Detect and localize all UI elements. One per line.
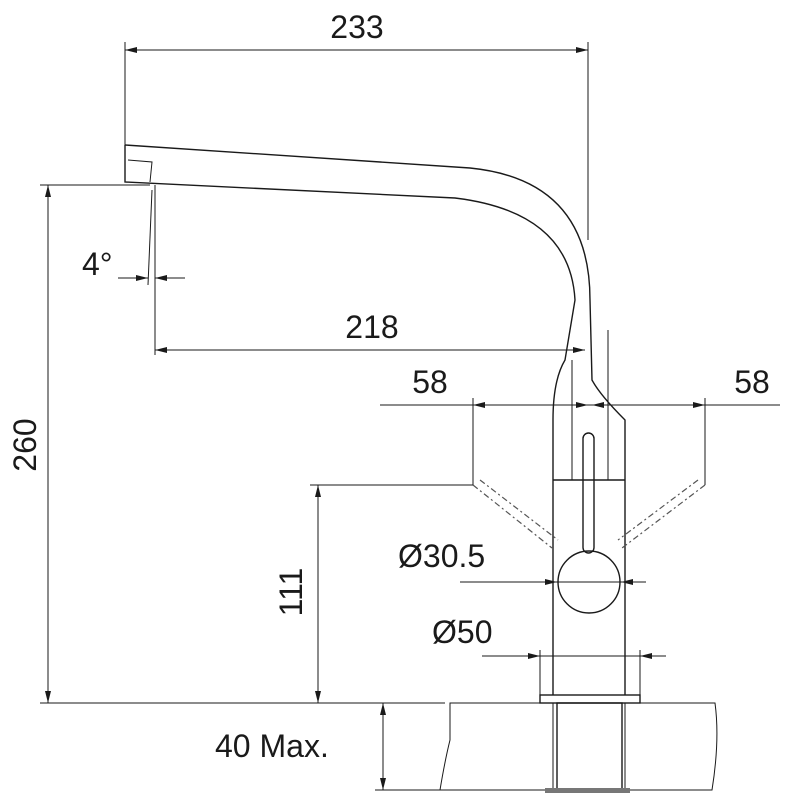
dimension-260: 260 bbox=[7, 184, 445, 704]
dimension-base-diameter: Ø50 bbox=[432, 614, 666, 695]
dimension-111: 111 bbox=[273, 484, 473, 703]
svg-text:Ø50: Ø50 bbox=[432, 614, 492, 650]
svg-text:40 Max.: 40 Max. bbox=[215, 728, 329, 764]
svg-text:Ø30.5: Ø30.5 bbox=[398, 538, 485, 574]
svg-text:233: 233 bbox=[330, 9, 383, 45]
dimension-hub-diameter: Ø30.5 bbox=[398, 538, 646, 585]
svg-text:58: 58 bbox=[734, 364, 770, 400]
base-flange bbox=[539, 694, 641, 704]
dimension-233: 233 bbox=[124, 9, 589, 240]
countertop-section bbox=[439, 702, 718, 793]
dimension-angle: 4° bbox=[82, 185, 185, 355]
dimension-218: 218 bbox=[155, 309, 585, 353]
lever-handle bbox=[582, 432, 595, 554]
lever-swing-positions bbox=[472, 479, 706, 549]
svg-text:218: 218 bbox=[345, 309, 398, 345]
dimension-countertop: 40 Max. bbox=[215, 703, 440, 791]
svg-text:111: 111 bbox=[273, 568, 309, 617]
svg-text:4°: 4° bbox=[82, 246, 113, 282]
dimension-58: 58 58 bbox=[380, 364, 780, 485]
svg-text:260: 260 bbox=[7, 418, 43, 471]
svg-text:58: 58 bbox=[412, 364, 448, 400]
faucet-outline bbox=[124, 144, 641, 704]
